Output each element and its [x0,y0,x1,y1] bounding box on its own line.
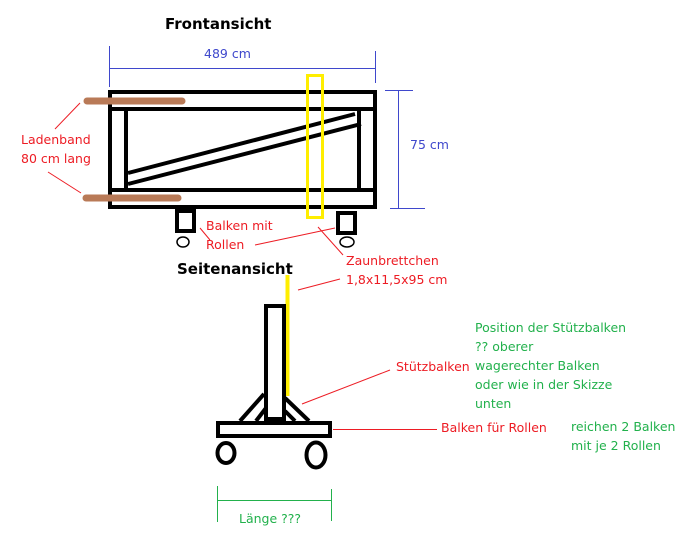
balken-mit-rollen-label: Balken mit [206,218,273,233]
zaunbrettchen-label: Zaunbrettchen [346,253,439,268]
ladenband-length: 80 cm lang [21,151,91,166]
svg-text:reichen 2 Balken: reichen 2 Balken [571,419,675,434]
support-brace [238,392,266,423]
height-dimension [385,90,425,209]
balken-fuer-rollen-label: Balken für Rollen [441,420,547,435]
side-view-title: Seitenansicht [177,260,293,278]
front-frame [108,90,377,209]
support-brace [283,396,311,423]
zaunbrett-board [306,74,324,219]
wheel [215,441,237,465]
svg-text:Position der Stützbalken: Position der Stützbalken [475,320,626,335]
zaunbrettchen-size: 1,8x11,5x95 cm [346,272,447,287]
length-dimension [217,486,332,522]
balken-mit-rollen-label-2: Rollen [206,237,244,252]
label-leader-lines [47,102,437,430]
ladenband-hinges [82,97,186,202]
front-view-title: Frontansicht [165,15,271,33]
svg-text:unten: unten [475,396,511,411]
svg-text:wagerechter Balken: wagerechter Balken [475,358,600,373]
width-dimension [109,46,376,87]
beam-note: reichen 2 Balken mit je 2 Rollen [571,419,675,453]
position-note: Position der Stützbalken ?? oberer wager… [475,320,626,411]
front-wheels [175,209,357,248]
stuetzbalken-label: Stützbalken [396,359,470,374]
side-frame [215,304,332,470]
width-label: 489 cm [204,46,251,61]
svg-text:?? oberer: ?? oberer [475,339,534,354]
diagonal-brace [127,112,356,175]
svg-text:mit je 2 Rollen: mit je 2 Rollen [571,438,661,453]
length-label: Länge ??? [239,511,301,526]
wheel [304,440,328,470]
svg-text:oder wie in der Skizze: oder wie in der Skizze [475,377,613,392]
ladenband-label: Ladenband [21,132,91,147]
diagonal-brace [127,122,362,186]
height-label: 75 cm [410,137,449,152]
